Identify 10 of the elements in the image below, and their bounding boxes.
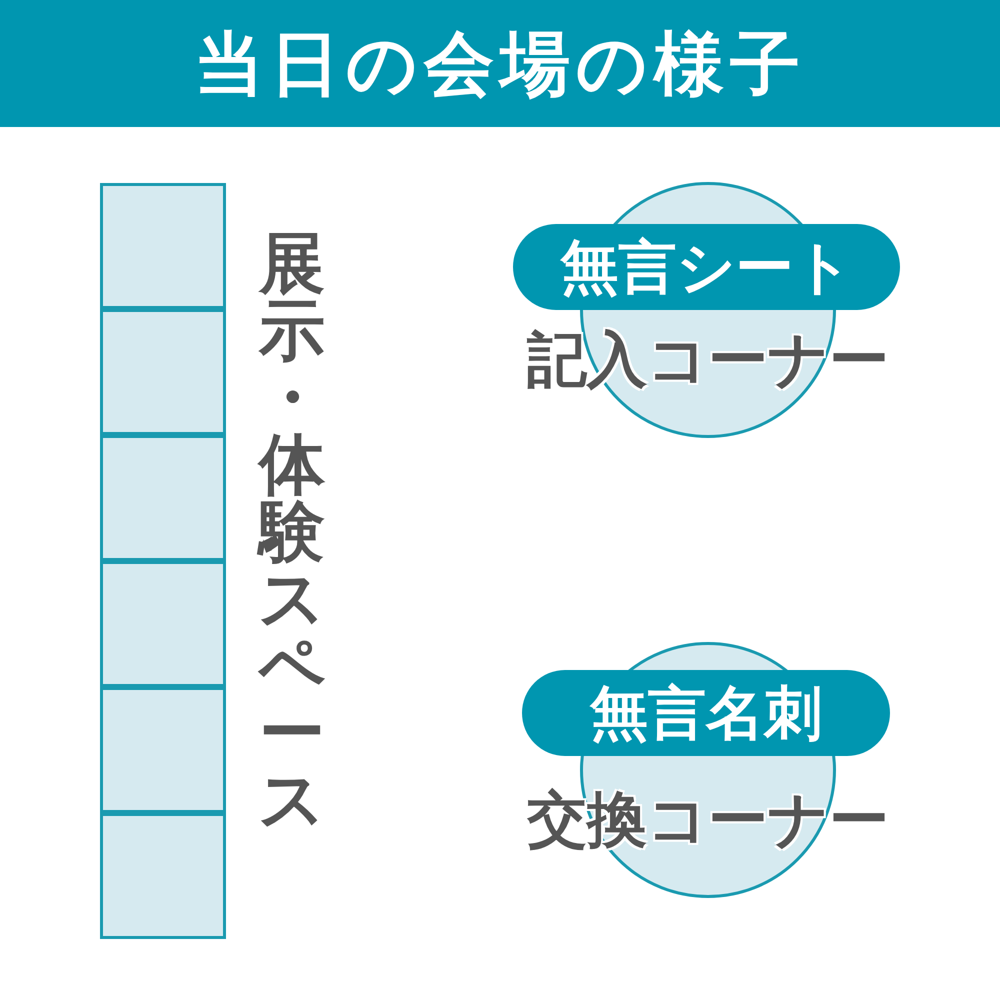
heading-pill: 無言名刺 bbox=[522, 670, 890, 756]
booth-box bbox=[100, 435, 226, 561]
booth-box bbox=[100, 687, 226, 813]
booth-box bbox=[100, 309, 226, 435]
booth-box bbox=[100, 561, 226, 687]
heading-pill: 無言シート bbox=[513, 224, 900, 310]
booth-box bbox=[100, 183, 226, 309]
area-label: 展示・体験スペース bbox=[256, 230, 327, 833]
title: 当日の会場の様子 bbox=[193, 22, 807, 106]
booth-box bbox=[100, 813, 226, 939]
